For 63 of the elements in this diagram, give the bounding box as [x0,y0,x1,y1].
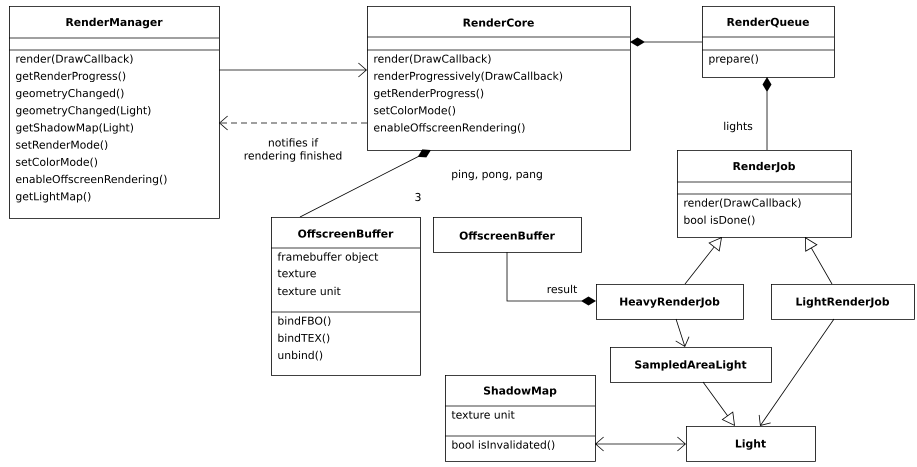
member-text: setRenderMode() [16,140,108,150]
member-text: bindFBO() [278,316,330,326]
connector [675,318,690,347]
member-text: geometryChanged() [16,88,124,100]
edge-label: ping, pong, pang [452,170,542,180]
class-box [366,6,631,151]
connector [684,237,722,284]
member-text: setColorMode() [16,158,98,168]
connector [300,149,431,218]
class-name: RenderQueue [728,18,809,28]
member-text: getShadowMap(Light) [16,123,134,134]
class-name: ShadowMap [484,386,556,397]
class-box [596,284,744,320]
member-text: getRenderProgress() [16,72,126,82]
member-text: getLightMap() [16,192,90,202]
connector [758,318,834,426]
member-text: render(DrawCallback) [684,198,801,208]
member-text: render(DrawCallback) [374,54,491,64]
class-box [610,347,772,383]
member-text: prepare() [709,54,758,65]
class-name: RenderManager [66,18,163,28]
connector [595,436,686,452]
member-text: getRenderProgress() [374,88,484,100]
class-box [444,375,596,462]
member-text: renderProgressively(DrawCallback) [374,72,562,82]
edge-label: lights [724,122,752,132]
member-text: texture [278,270,316,278]
member-text: framebuffer object [278,252,378,263]
member-text: enableOffscreenRendering() [374,123,525,134]
class-name: HeavyRenderJob [620,297,720,308]
connector [630,38,702,46]
class-box [676,150,852,238]
member-text: enableOffscreenRendering() [16,174,167,186]
connector [702,382,735,426]
member-text: render(DrawCallback) [16,54,133,64]
class-box [433,217,582,253]
member-text: texture unit [278,286,341,296]
class-name: RenderJob [734,162,795,172]
class-box [270,217,421,376]
member-text: bindTEX() [278,334,330,344]
class-name: LightRenderJob [796,297,890,308]
edge-label: notifies if rendering finished [244,138,342,162]
class-box [771,284,915,320]
member-text: setColorMode() [374,106,456,116]
class-name: RenderCore [464,18,534,27]
connector [805,237,832,284]
connector [218,62,367,78]
connector [219,116,368,130]
connector [506,252,596,306]
class-name: Light [736,439,766,450]
class-name: OffscreenBuffer [298,229,394,238]
member-text: geometryChanged(Light) [16,106,150,116]
edge-label: result [548,284,578,294]
class-box [8,6,220,219]
member-text: bool isDone() [684,216,754,226]
class-box [702,6,835,78]
class-name: OffscreenBuffer [460,231,555,240]
member-text: bool isInvalidated() [452,440,554,450]
member-text: unbind() [278,350,322,360]
class-name: SampledAreaLight [635,360,746,371]
multiplicity-label: 3 [415,192,421,202]
member-text: texture unit [452,410,515,419]
class-box [686,426,816,462]
